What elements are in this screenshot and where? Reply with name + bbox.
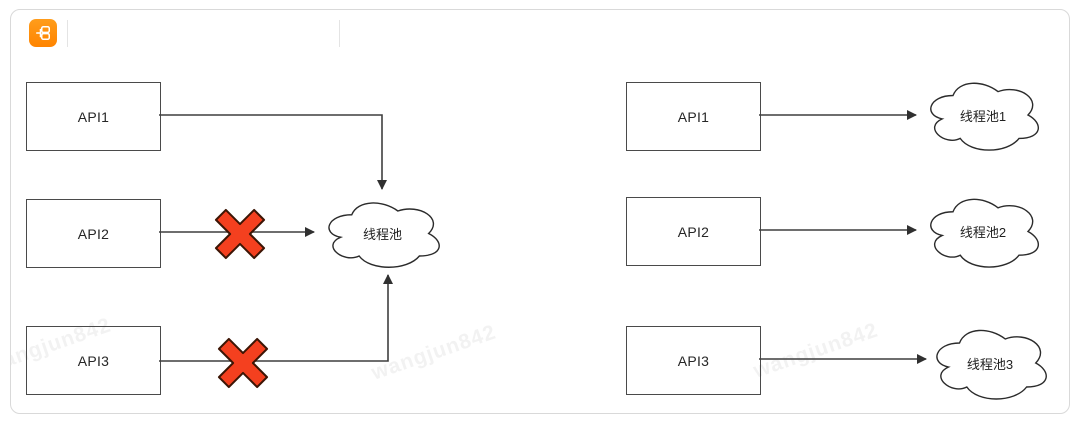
cloud-shape-pool3	[936, 329, 1047, 400]
watermark-text: wangjun842	[750, 318, 882, 383]
right-api2-label: API2	[677, 223, 710, 240]
cloud-shape-pool2	[930, 198, 1039, 268]
flowchart-logo-icon	[33, 23, 53, 43]
pool3-label: 线程池3	[966, 356, 1014, 372]
left-api2-node: API2	[26, 199, 161, 268]
arrow-left-api1-to-pool	[159, 114, 387, 190]
arrow-left-api3-to-pool	[159, 274, 393, 362]
cloud-shape-pool1	[930, 82, 1039, 151]
right-api2-node: API2	[626, 197, 761, 266]
watermark-text: wangjun842	[368, 320, 500, 385]
right-api1-label: API1	[677, 108, 710, 125]
blocked-cross-api2	[214, 208, 266, 260]
header-divider-2	[339, 20, 340, 47]
left-api3-label: API3	[77, 352, 110, 369]
blocked-cross-api3	[217, 337, 269, 389]
cloud-shape-shared-pool	[328, 202, 440, 268]
canvas-frame: API1 API2 API3 API1 API2 API3 wangjun842…	[10, 9, 1070, 414]
header-divider-1	[67, 20, 68, 47]
left-api2-label: API2	[77, 225, 110, 242]
right-api1-node: API1	[626, 82, 761, 151]
app-logo-button[interactable]	[29, 19, 57, 47]
pool2-label: 线程池2	[959, 225, 1007, 240]
right-api3-label: API3	[677, 352, 710, 369]
shared-pool-label: 线程池	[362, 227, 402, 242]
left-api1-node: API1	[26, 82, 161, 151]
right-api3-node: API3	[626, 326, 761, 395]
left-api1-label: API1	[77, 108, 110, 125]
left-api3-node: API3	[26, 326, 161, 395]
pool1-label: 线程池1	[959, 108, 1007, 124]
